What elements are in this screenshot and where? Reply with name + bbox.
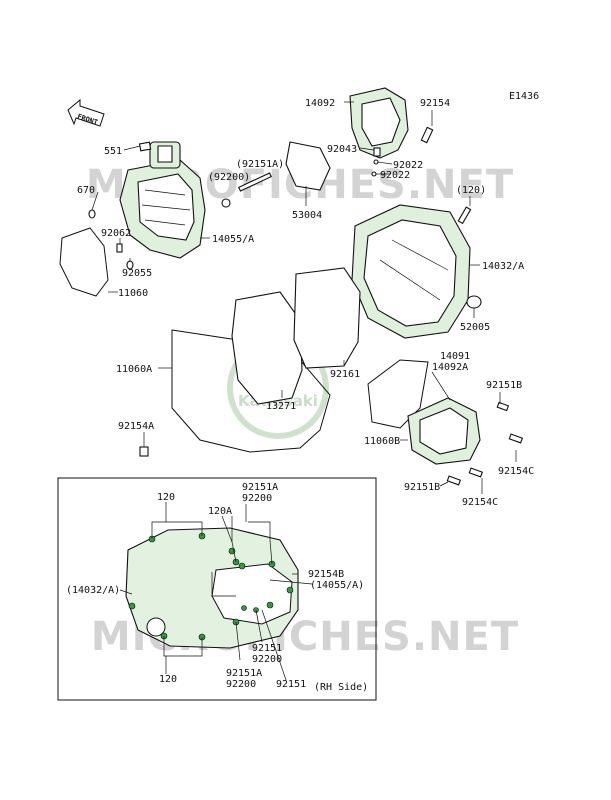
inset-rh-side: 120 92151A 92200 120A (14032/A) 92154B (… [57, 477, 377, 701]
front-arrow-icon: FRONT [67, 98, 105, 127]
leader-lines [91, 101, 517, 494]
label-92151b-a: 92151B [486, 380, 522, 391]
label-13271: 13271 [266, 401, 296, 412]
label-670: 670 [77, 185, 95, 196]
label-92043: 92043 [327, 144, 357, 155]
inset-label-120-bottom: 120 [159, 674, 177, 685]
label-92022-b: 92022 [380, 170, 410, 181]
label-92055: 92055 [122, 268, 152, 279]
label-14055a: 14055/A [212, 234, 254, 245]
labels-group: 551 670 92062 92055 11060 (92151A) (9220… [77, 98, 534, 508]
part-13271-plate [231, 291, 303, 405]
part-92154c-bolts [468, 433, 524, 478]
inset-label-92151-a: 92151 [252, 643, 282, 654]
part-92161-gasket [293, 267, 361, 369]
part-92154a-bolt [139, 446, 149, 457]
part-92154-bolt-top [420, 126, 434, 144]
label-92200-top: (92200) [208, 172, 250, 183]
inset-inner-cover [211, 563, 293, 625]
inset-label-120a: 120A [208, 506, 232, 517]
inset-label-14032a: (14032/A) [66, 585, 120, 596]
inset-title: (RH Side) [314, 682, 368, 693]
inset-label-14055a: (14055/A) [310, 580, 364, 591]
part-11060-gasket [59, 227, 109, 297]
part-53004-plate [285, 141, 331, 191]
label-92154c-b: 92154C [462, 497, 498, 508]
part-551-plug [138, 141, 152, 152]
part-670-oring [88, 209, 96, 219]
label-92154c-a: 92154C [498, 466, 534, 477]
label-11060a: 11060A [116, 364, 152, 375]
label-52005: 52005 [460, 322, 490, 333]
label-14092a: 14092A [432, 362, 468, 373]
label-92154a: 92154A [118, 421, 154, 432]
inset-label-92200-b: 92200 [252, 654, 282, 665]
inset-label-92200: 92200 [242, 493, 272, 504]
part-52005-cap [466, 295, 482, 309]
inset-label-92154b: 92154B [308, 569, 344, 580]
part-92151a-bolt [221, 172, 272, 208]
label-92022-a: 92022 [393, 160, 423, 171]
label-53004: 53004 [292, 210, 322, 221]
label-14092: 14092 [305, 98, 335, 109]
part-92043-pin [373, 147, 381, 157]
label-14032a: 14032/A [482, 261, 524, 272]
part-92062-pin [116, 243, 123, 253]
label-92151b-b: 92151B [404, 482, 440, 493]
inset-leaders [119, 502, 313, 681]
label-92161: 92161 [330, 369, 360, 380]
label-120-top: (120) [456, 185, 486, 196]
part-14032-cover [351, 204, 471, 339]
label-11060b: 11060B [364, 436, 400, 447]
part-14091-cover [407, 397, 481, 465]
diagram-code: E1436 [509, 91, 539, 102]
label-92151a-top: (92151A) [236, 159, 284, 170]
part-14055-cover [119, 141, 206, 259]
inset-frame [57, 477, 377, 701]
label-14091: 14091 [440, 351, 470, 362]
part-120-bolt [457, 206, 472, 225]
inset-label-92151-b: 92151 [276, 679, 306, 690]
part-92151b-bolts [446, 401, 510, 486]
inset-plug [146, 617, 166, 637]
inset-label-92151a-b: 92151A [226, 668, 262, 679]
label-92062: 92062 [101, 228, 131, 239]
inset-label-120-top: 120 [157, 492, 175, 503]
part-14092-cap [349, 87, 409, 159]
label-551: 551 [104, 146, 122, 157]
part-11060b-gasket [367, 359, 429, 429]
inset-label-92151a: 92151A [242, 482, 278, 493]
inset-label-92200-c: 92200 [226, 679, 256, 690]
label-92154-top: 92154 [420, 98, 450, 109]
label-11060: 11060 [118, 288, 148, 299]
